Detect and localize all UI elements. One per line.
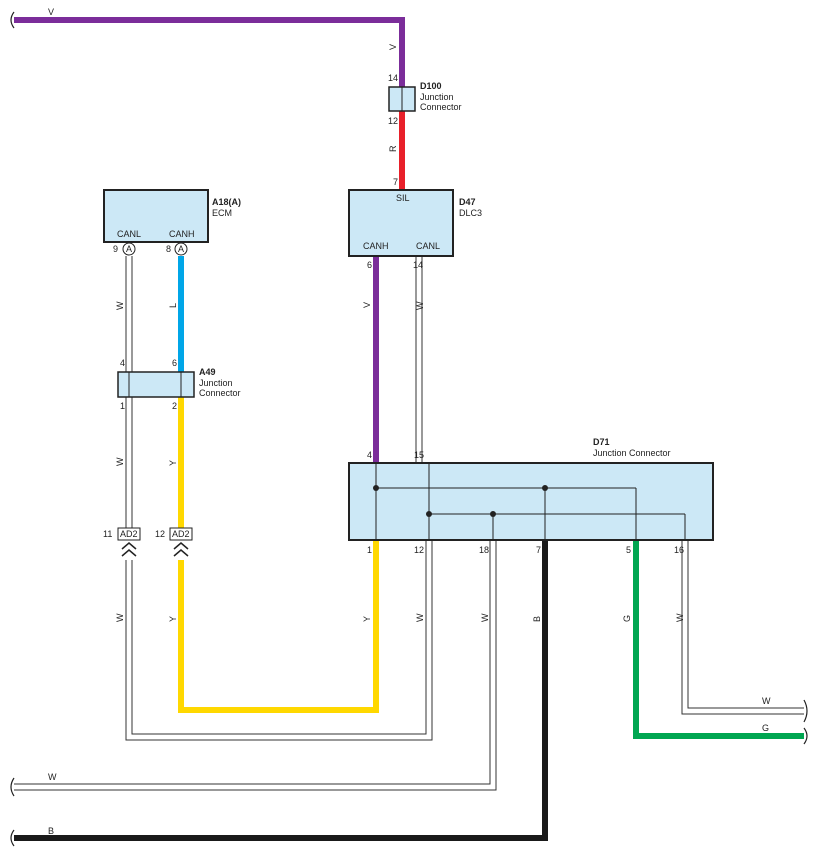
label-top-v: V bbox=[48, 7, 54, 17]
d100-pin-bottom: 12 bbox=[388, 116, 398, 126]
label-d71-1-y: Y bbox=[362, 616, 372, 622]
a49-pin-bl: 1 bbox=[120, 401, 125, 411]
a49-desc-1: Junction bbox=[199, 378, 233, 388]
label-d71-18-w: W bbox=[480, 613, 490, 622]
d71-pin-15: 15 bbox=[414, 450, 424, 460]
label-d71-5-g: G bbox=[622, 615, 632, 622]
ad2-pin-right: 12 bbox=[155, 529, 165, 539]
label-ad2-right-y: Y bbox=[168, 616, 178, 622]
label-d71-12-w: W bbox=[415, 613, 425, 622]
d71-pin-1: 1 bbox=[367, 545, 372, 555]
a18-id: A18(A) bbox=[212, 197, 241, 207]
wire-ad2-d71-w bbox=[125, 540, 433, 741]
label-d47-canh-v: V bbox=[362, 302, 372, 308]
wire-d71-16-w bbox=[681, 540, 804, 715]
label-d100-bottom-r: R bbox=[388, 145, 398, 152]
break-mark-right-w bbox=[803, 699, 808, 723]
label-right-w: W bbox=[762, 696, 771, 706]
d47-dlc3-box bbox=[348, 189, 454, 257]
a18-desc: ECM bbox=[212, 208, 232, 218]
d71-pin-7: 7 bbox=[536, 545, 541, 555]
d100-desc-1: Junction bbox=[420, 92, 454, 102]
a18-canl-pin-marker bbox=[122, 242, 136, 256]
label-d47-canl-w: W bbox=[415, 301, 425, 310]
a18-canh-pin-letter: A bbox=[178, 244, 184, 254]
d71-pin-16: 16 bbox=[674, 545, 684, 555]
ad2-left-label: AD2 bbox=[120, 529, 138, 539]
label-bottom-w: W bbox=[48, 772, 57, 782]
d71-id: D71 bbox=[593, 437, 610, 447]
wire-a49-ad2-w bbox=[125, 397, 133, 528]
d100-pin-top: 14 bbox=[388, 73, 398, 83]
wire-d71-7-b bbox=[14, 540, 548, 841]
d71-connector-box bbox=[348, 462, 714, 541]
wire-ad2-d71-y bbox=[178, 540, 379, 713]
d47-id: D47 bbox=[459, 197, 476, 207]
a49-desc-2: Connector bbox=[199, 388, 241, 398]
label-right-g: G bbox=[762, 723, 769, 733]
break-mark-bottom-b bbox=[10, 829, 15, 847]
d47-term-canh: CANH bbox=[363, 241, 389, 251]
label-d71-16-w: W bbox=[675, 613, 685, 622]
ad2-left-box bbox=[117, 527, 141, 541]
d71-splice-dot-2 bbox=[542, 485, 548, 491]
a18-ecm-box bbox=[103, 189, 209, 243]
ad2-left-chevron-icon bbox=[121, 542, 137, 557]
a18-pin-canh: 8 bbox=[166, 244, 171, 254]
d47-term-canl: CANL bbox=[416, 241, 440, 251]
label-ad2-left-w: W bbox=[115, 613, 125, 622]
break-mark-top-left bbox=[10, 11, 15, 29]
label-a49-left-w: W bbox=[115, 457, 125, 466]
a49-id: A49 bbox=[199, 367, 216, 377]
wire-a18-canl-w bbox=[125, 256, 133, 372]
ad2-pin-left: 11 bbox=[103, 529, 112, 539]
wire-d47-canl-w bbox=[415, 256, 423, 464]
d71-pin-5: 5 bbox=[626, 545, 631, 555]
d47-pin-canh: 6 bbox=[367, 260, 372, 270]
wire-d71-5-g bbox=[633, 540, 804, 739]
a18-term-canl: CANL bbox=[117, 229, 141, 239]
wire-d71-18-w bbox=[14, 540, 497, 791]
d71-desc: Junction Connector bbox=[593, 448, 671, 458]
label-a18-canl-w: W bbox=[115, 301, 125, 310]
d47-pin-canl: 14 bbox=[413, 260, 423, 270]
break-mark-right-g bbox=[803, 727, 808, 745]
wire-top-v bbox=[14, 17, 405, 88]
a18-canh-pin-marker bbox=[174, 242, 188, 256]
label-d100-top-v: V bbox=[388, 44, 398, 50]
d47-term-sil: SIL bbox=[396, 193, 410, 203]
d71-pin-18: 18 bbox=[479, 545, 489, 555]
ad2-right-chevron-icon bbox=[173, 542, 189, 557]
a49-pin-tr: 6 bbox=[172, 358, 177, 368]
a18-pin-canl: 9 bbox=[113, 244, 118, 254]
label-a18-canh-l: L bbox=[168, 303, 178, 308]
label-d71-7-b: B bbox=[532, 616, 542, 622]
d100-desc-2: Connector bbox=[420, 102, 462, 112]
break-mark-bottom-w bbox=[10, 777, 15, 797]
a18-canl-pin-letter: A bbox=[126, 244, 132, 254]
a18-term-canh: CANH bbox=[169, 229, 195, 239]
d71-splice-dot-1 bbox=[373, 485, 379, 491]
d47-desc: DLC3 bbox=[459, 208, 482, 218]
d71-splice-dot-3 bbox=[426, 511, 432, 517]
d100-id: D100 bbox=[420, 81, 442, 91]
d71-splice-dot-4 bbox=[490, 511, 496, 517]
a49-pin-br: 2 bbox=[172, 401, 177, 411]
d71-pin-4: 4 bbox=[367, 450, 372, 460]
a49-pin-tl: 4 bbox=[120, 358, 125, 368]
d71-pin-12: 12 bbox=[414, 545, 424, 555]
d47-pin-sil: 7 bbox=[393, 177, 398, 187]
label-a49-right-y: Y bbox=[168, 460, 178, 466]
ad2-right-box bbox=[169, 527, 193, 541]
label-bottom-b: B bbox=[48, 826, 54, 836]
ad2-right-label: AD2 bbox=[172, 529, 190, 539]
